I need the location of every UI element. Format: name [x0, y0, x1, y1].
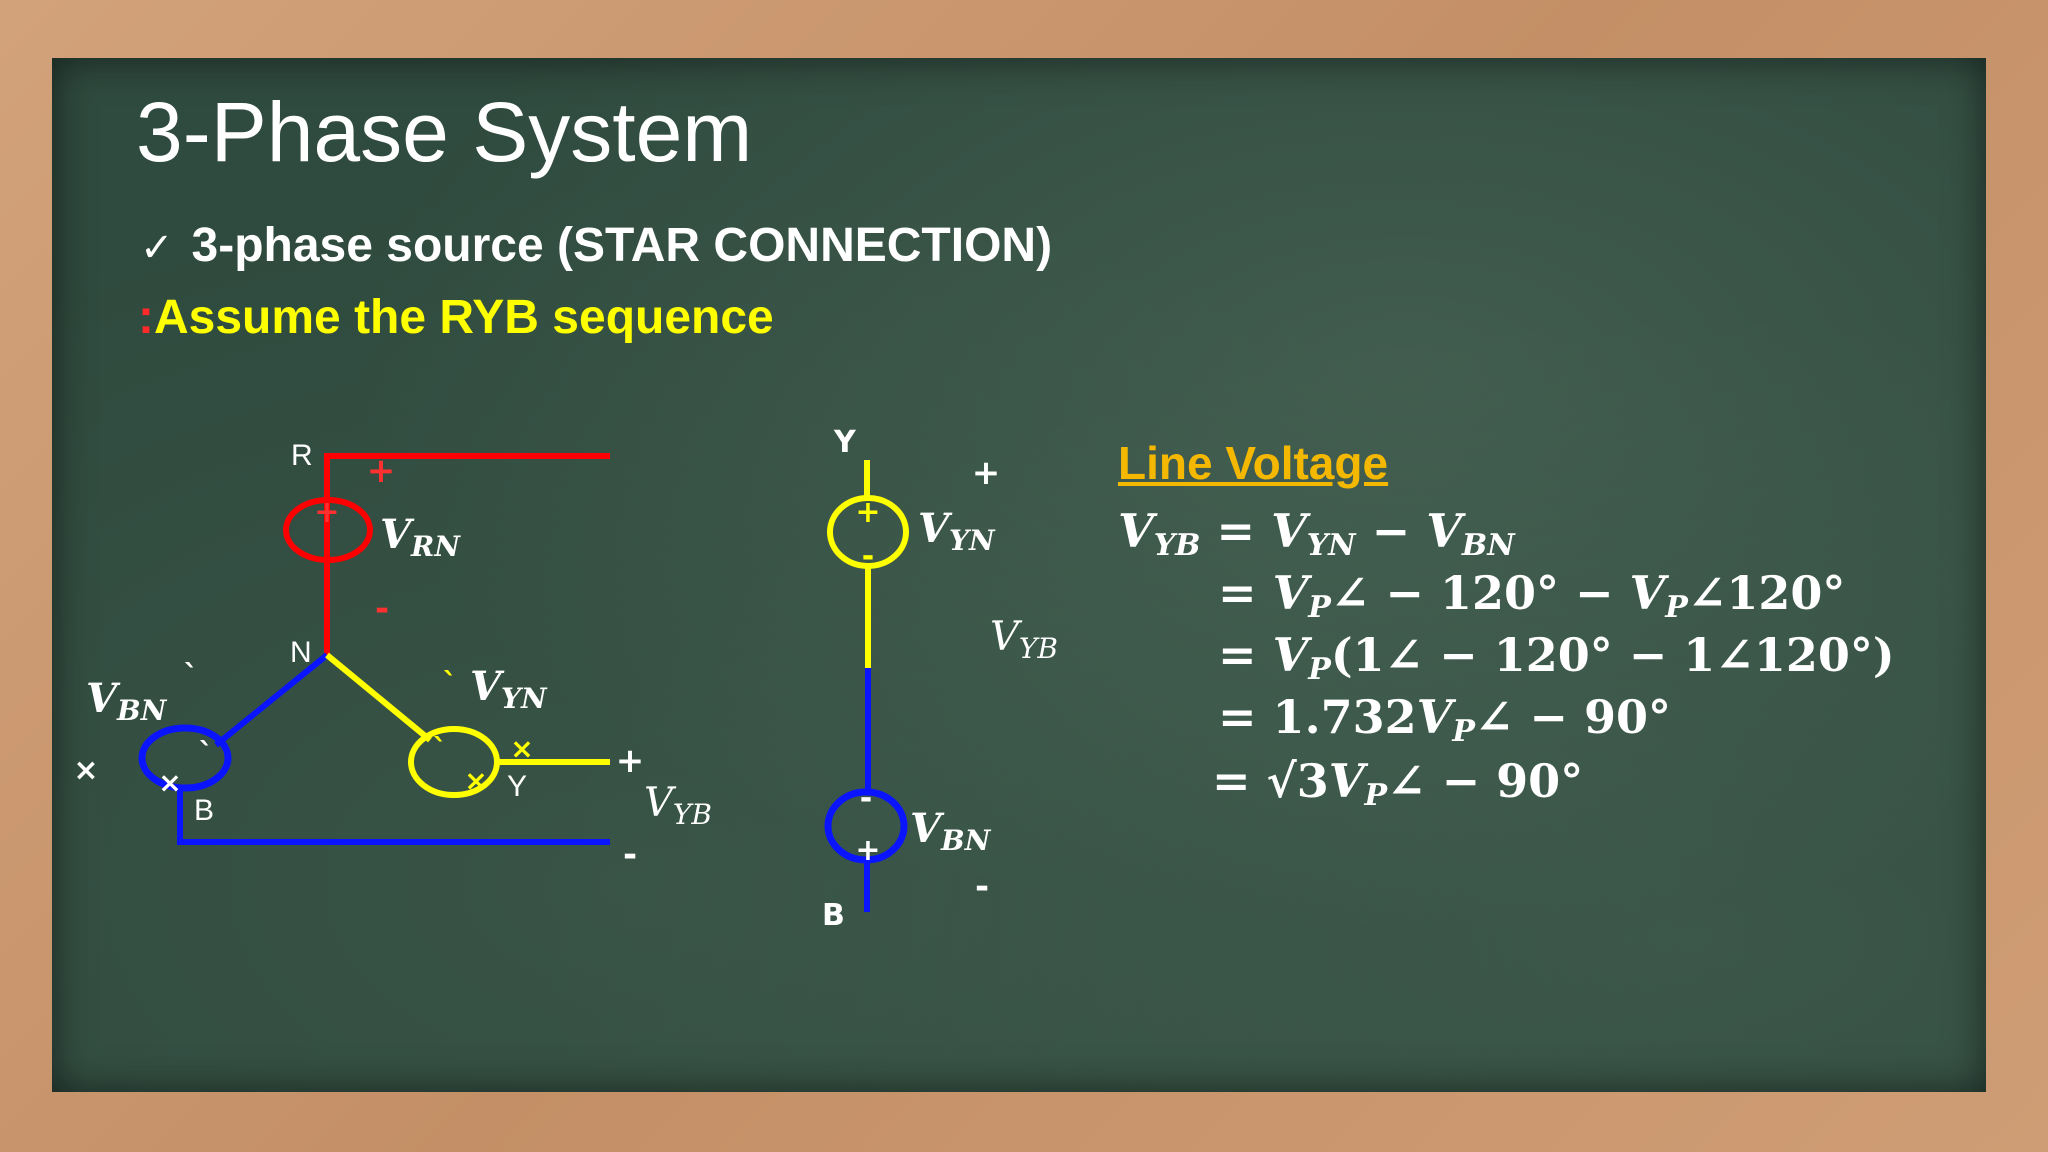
- label-v-yb-right-sub: YB: [1019, 632, 1058, 665]
- eq3-equals: =: [1218, 628, 1273, 682]
- node-label-B: B: [194, 794, 214, 827]
- eq2-b-sub: P: [1665, 590, 1688, 625]
- eq5-equals: = √3: [1212, 754, 1329, 808]
- eq3-a-rest: (1∠ − 120° − 1∠120°): [1330, 628, 1895, 682]
- equation-line-5: = √3VP∠ − 90°: [1212, 754, 1583, 813]
- eq2-a-sub: P: [1308, 590, 1331, 625]
- red-wire: [324, 453, 610, 655]
- yellow-cross-terminal: ×: [510, 732, 533, 765]
- label-v-yn-right: VYN: [918, 505, 996, 557]
- eq1-minus: −: [1355, 504, 1427, 558]
- label-v-bn-main: V: [86, 675, 121, 722]
- eq2-a-rest: ∠ − 120° −: [1330, 566, 1630, 620]
- red-phase-branch: + + -: [283, 451, 610, 655]
- eq1-lhs-v: V: [1118, 504, 1154, 558]
- label-v-rn-main: V: [380, 511, 415, 558]
- eq4-a-rest: ∠ − 90°: [1474, 690, 1672, 744]
- eq1-a-sub: YN: [1306, 528, 1356, 563]
- series-minus-outer: -: [975, 867, 989, 907]
- yellow-source-circle: [408, 726, 500, 798]
- label-v-yb-right: VYB: [990, 614, 1058, 665]
- chalkboard: [52, 58, 1986, 1092]
- node-label-N: N: [290, 636, 312, 669]
- bullet-text: 3-phase source (STAR CONNECTION): [191, 219, 1053, 272]
- slide-title: 3-Phase System: [136, 85, 753, 179]
- label-v-yn-right-main: V: [918, 505, 953, 552]
- note-colon: :: [138, 291, 154, 344]
- label-v-rn: VRN: [380, 511, 461, 563]
- terminal-minus-yb: -: [623, 835, 637, 875]
- node-label-R: R: [291, 439, 313, 472]
- equation-line-4: = 1.732VP∠ − 90°: [1218, 690, 1671, 749]
- blue-source-circle: [138, 724, 232, 792]
- label-v-yb-left: VYB: [644, 780, 712, 831]
- yellow-wire: [325, 652, 432, 743]
- eq3-a-sub: P: [1308, 652, 1331, 687]
- bullet-line: ✓ 3-phase source (STAR CONNECTION): [140, 218, 1052, 273]
- label-v-bn: VBN: [86, 675, 168, 727]
- eq2-b-rest: ∠120°: [1687, 566, 1846, 620]
- label-v-bn-sub: BN: [116, 694, 168, 727]
- label-v-bn-right-main: V: [910, 805, 945, 852]
- series-plus-outer: +: [972, 453, 1001, 493]
- red-terminal-plus: +: [367, 451, 396, 491]
- label-v-yn-right-sub: YN: [949, 524, 996, 557]
- eq5-a-v: V: [1328, 754, 1365, 808]
- series-yellow-minus: -: [862, 539, 874, 574]
- eq1-b-v: V: [1426, 504, 1462, 558]
- eq2-a-v: V: [1272, 566, 1309, 620]
- eq5-a-sub: P: [1364, 778, 1388, 813]
- label-v-yn-left-sub: YN: [501, 682, 548, 715]
- red-source-plus: +: [314, 495, 339, 530]
- eq1-b-sub: BN: [1461, 528, 1515, 563]
- series-blue-minus: -: [860, 781, 872, 816]
- line-voltage-heading: Line Voltage: [1118, 437, 1389, 489]
- eq1-a-v: V: [1271, 504, 1307, 558]
- eq5-a-rest: ∠ − 90°: [1387, 754, 1584, 808]
- blue-wire: [214, 652, 329, 748]
- eq3-a-v: V: [1272, 628, 1309, 682]
- series-yb-diagram: + - - +: [824, 460, 909, 912]
- yellow-cross-inner: ×: [464, 764, 487, 797]
- blue-phase-branch: × ` × `: [73, 652, 610, 845]
- eq4-a-sub: P: [1452, 714, 1475, 749]
- label-v-yn-left: VYN: [470, 663, 548, 715]
- yellow-tick-outer: `: [443, 667, 458, 702]
- blue-cross-inner: ×: [158, 766, 181, 799]
- blue-return-wire: [177, 790, 610, 845]
- eq4-equals: = 1.732: [1218, 690, 1417, 744]
- label-v-yn-left-main: V: [470, 663, 505, 710]
- eq4-a-v: V: [1416, 690, 1453, 744]
- eq2-equals: =: [1218, 566, 1273, 620]
- label-v-yb-left-main: V: [644, 780, 677, 826]
- label-v-bn-right-sub: BN: [940, 824, 992, 857]
- blue-tick-outer: `: [184, 659, 199, 694]
- equation-line-1: VYB = VYN − VBN: [1118, 504, 1515, 563]
- yellow-tick-inner: `: [433, 733, 448, 768]
- node-label-Y: Y: [507, 770, 527, 803]
- label-v-yb-right-main: V: [990, 614, 1023, 660]
- eq1-lhs-sub: YB: [1153, 528, 1201, 563]
- red-minus: -: [375, 589, 389, 629]
- series-yellow-plus: +: [855, 495, 880, 530]
- blue-cross-outer: ×: [73, 753, 98, 788]
- blue-tick-inner: `: [199, 737, 214, 772]
- sequence-note: :Assume the RYB sequence: [138, 290, 774, 345]
- label-v-rn-sub: RN: [410, 530, 461, 563]
- red-source-circle: [283, 497, 373, 563]
- label-v-yb-left-sub: YB: [673, 798, 712, 831]
- note-text: Assume the RYB sequence: [153, 291, 774, 344]
- eq2-b-v: V: [1629, 566, 1666, 620]
- series-label-Y: Y: [833, 425, 857, 460]
- terminal-plus-yb: +: [616, 741, 645, 781]
- equation-line-2: = VP∠ − 120° − VP∠120°: [1218, 566, 1845, 625]
- equation-line-3: = VP(1∠ − 120° − 1∠120°): [1218, 628, 1895, 687]
- label-v-bn-right: VBN: [910, 805, 992, 857]
- series-blue-plus: +: [855, 833, 880, 868]
- yellow-phase-branch: ` × × `: [325, 652, 610, 798]
- eq1-equals: =: [1200, 504, 1272, 558]
- checkmark-icon: ✓: [140, 225, 174, 271]
- series-label-B: B: [822, 898, 845, 933]
